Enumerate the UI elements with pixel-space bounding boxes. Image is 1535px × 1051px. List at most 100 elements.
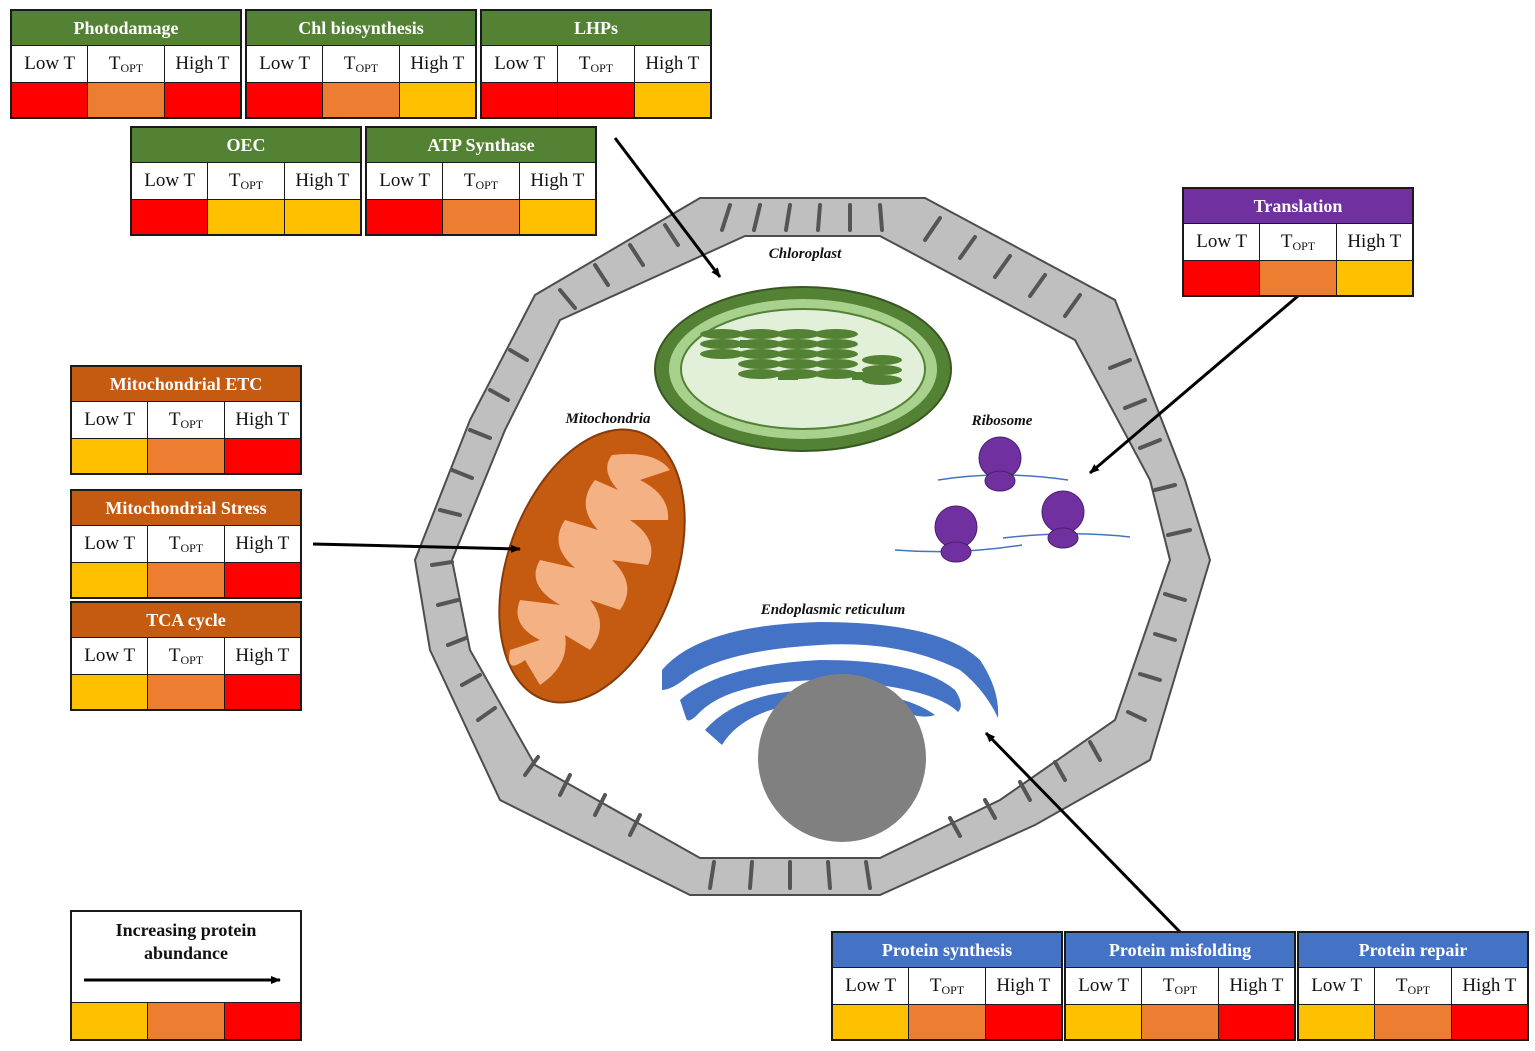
thylakoid-stacks: [700, 329, 902, 385]
wall-hatching: [430, 203, 1192, 890]
low-t-cell: [833, 1004, 910, 1039]
ribosome-particles: [934, 436, 1085, 563]
mitochondria-label: Mitochondria: [564, 411, 651, 427]
high-t-label: High T: [295, 170, 350, 191]
low-t-cell: [72, 438, 149, 473]
high-t-cell: [519, 199, 595, 234]
low-t-cell: [12, 82, 89, 117]
low-t-label: Low T: [72, 402, 149, 438]
high-t-label: High T: [530, 170, 585, 191]
high-t-cell: [284, 199, 360, 234]
legend-title: Increasing protein abundance: [115, 920, 257, 963]
t-opt-cell: [88, 82, 165, 117]
low-t-label: Low T: [1299, 968, 1376, 1004]
low-t-label: Low T: [247, 46, 324, 82]
t-opt-label: TOPT: [148, 638, 225, 674]
table-title: TCA cycle: [72, 603, 300, 638]
legend-swatch-low: [72, 1003, 149, 1039]
pointer-arrows: [312, 137, 1299, 934]
legend-arrow: [72, 965, 300, 995]
abundance-row: [833, 1004, 1061, 1039]
t-opt-label: TOPT: [1142, 968, 1219, 1004]
table-title: Mitochondrial ETC: [72, 367, 300, 402]
high-t-cell: [1451, 1004, 1527, 1039]
t-opt-label: TOPT: [88, 46, 165, 82]
high-t-cell: [224, 438, 300, 473]
table-title: Protein repair: [1299, 933, 1527, 968]
abundance-row: [1184, 260, 1412, 295]
high-t-cell: [1218, 1004, 1294, 1039]
high-t-cell: [1336, 260, 1412, 295]
high-t-cell: [634, 82, 710, 117]
t-opt-cell: [148, 674, 225, 709]
table-title: Photodamage: [12, 11, 240, 46]
t-opt-label: TOPT: [148, 526, 225, 562]
legend: Increasing protein abundance: [70, 910, 302, 1041]
high-t-label: High T: [235, 409, 290, 430]
t-opt-cell: [148, 562, 225, 597]
high-t-label: High T: [235, 533, 290, 554]
endoplasmic-reticulum: Endoplasmic reticulum: [662, 602, 999, 842]
mitochondria: Mitochondria: [498, 411, 686, 704]
legend-swatch-medium: [148, 1003, 225, 1039]
low-t-cell: [72, 674, 149, 709]
table-title: LHPs: [482, 11, 710, 46]
low-t-label: Low T: [1184, 224, 1261, 260]
abundance-row: [132, 199, 360, 234]
cell-wall: [413, 197, 1212, 896]
abundance-row: [12, 82, 240, 117]
high-t-label: High T: [1462, 975, 1517, 996]
t-opt-label: TOPT: [443, 163, 520, 199]
high-t-cell: [224, 562, 300, 597]
high-t-label: High T: [996, 975, 1051, 996]
abundance-row: [1066, 1004, 1294, 1039]
high-t-label: High T: [410, 53, 465, 74]
abundance-row: [482, 82, 710, 117]
t-opt-label: TOPT: [1375, 968, 1452, 1004]
abundance-row: [1299, 1004, 1527, 1039]
ribosome-label: Ribosome: [971, 413, 1033, 429]
t-opt-label: TOPT: [148, 402, 225, 438]
t-opt-cell: [1375, 1004, 1452, 1039]
low-t-label: Low T: [833, 968, 910, 1004]
t-opt-cell: [443, 199, 520, 234]
t-opt-label: TOPT: [558, 46, 635, 82]
legend-swatch-high: [224, 1003, 300, 1039]
low-t-label: Low T: [72, 638, 149, 674]
low-t-cell: [367, 199, 444, 234]
t-opt-label: TOPT: [1260, 224, 1337, 260]
high-t-label: High T: [175, 53, 230, 74]
chloroplast: Chloroplast: [654, 246, 952, 452]
arrow-to-mitochondria: [312, 542, 521, 553]
low-t-cell: [247, 82, 324, 117]
er-label: Endoplasmic reticulum: [760, 602, 906, 618]
low-t-cell: [1299, 1004, 1376, 1039]
low-t-cell: [72, 562, 149, 597]
table-title: ATP Synthase: [367, 128, 595, 163]
t-opt-label: TOPT: [323, 46, 400, 82]
abundance-row: [72, 674, 300, 709]
high-t-cell: [224, 674, 300, 709]
table-title: OEC: [132, 128, 360, 163]
low-t-label: Low T: [72, 526, 149, 562]
low-t-cell: [1066, 1004, 1143, 1039]
